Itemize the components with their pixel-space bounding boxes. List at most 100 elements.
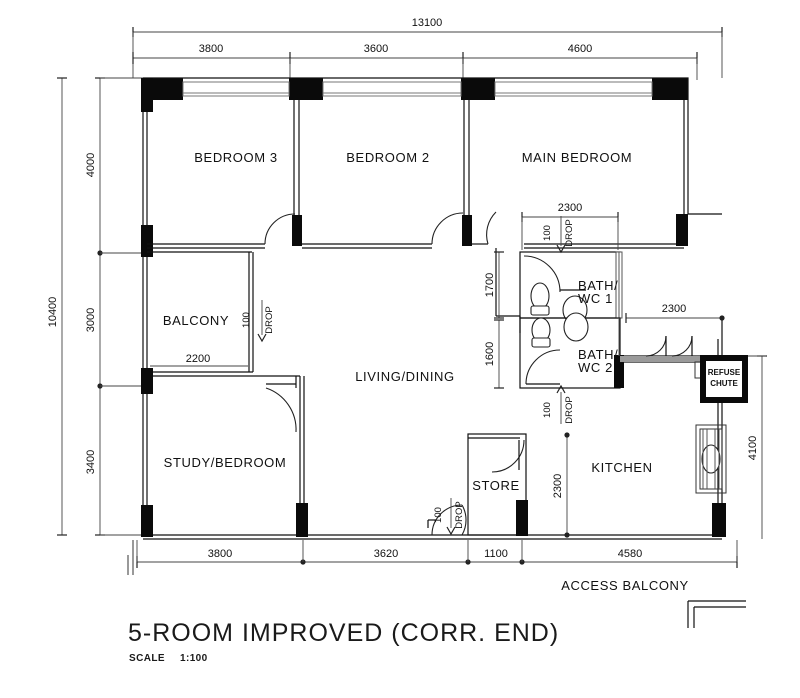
column-study-right — [296, 503, 308, 537]
drop-note-entrance: 100 DROP — [433, 498, 465, 536]
top-dimension-overall: 13100 — [132, 17, 723, 78]
dim-left-seg-1: 4000 — [85, 153, 97, 177]
column-kitchen-right — [712, 503, 726, 537]
door-swing-bedroom-2 — [431, 212, 464, 245]
top-window-run-2 — [322, 81, 462, 97]
dim-kitchen-right-offset: 2300 — [625, 303, 725, 323]
column-store-right — [516, 500, 528, 536]
door-swing-entrance-left — [431, 504, 463, 536]
dim-right-4100-text: 4100 — [747, 436, 759, 460]
dim-bottom-seg-1: 3800 — [208, 548, 232, 560]
room-label-bedroom-2: BEDROOM 2 — [346, 150, 429, 165]
scale-value: 1:100 — [180, 653, 208, 664]
drop-balcony-value: 100 — [241, 312, 252, 328]
dim-kitchen-right-offset-text: 2300 — [662, 303, 686, 315]
dim-store-depth-text: 2300 — [552, 474, 564, 498]
drop-note-balcony: 100 DROP — [241, 300, 275, 343]
dim-bottom-seg-4: 4580 — [618, 548, 642, 560]
dim-bottom-seg-2: 3620 — [374, 548, 398, 560]
refuse-chute: REFUSE CHUTE — [700, 355, 748, 403]
left-dimension-segments: 4000 3000 3400 — [85, 77, 143, 536]
column-bath2-right — [614, 355, 624, 388]
dim-left-seg-3: 3400 — [85, 450, 97, 474]
dim-left-seg-2: 3000 — [85, 308, 97, 332]
dim-left-overall: 10400 — [47, 297, 59, 328]
dim-bottom-seg-3: 1100 — [484, 548, 508, 560]
drop-bath1-word: DROP — [564, 219, 575, 246]
top-window-run-3 — [494, 81, 653, 97]
column-top-right — [652, 78, 688, 100]
drop-entrance-value: 100 — [433, 507, 444, 523]
room-label-balcony: BALCONY — [163, 313, 229, 328]
dim-top-seg-2: 3600 — [364, 43, 388, 55]
dim-top-overall: 13100 — [412, 17, 443, 29]
room-label-bath-wc-1-line2: WC 1 — [578, 291, 613, 306]
left-leader-lines — [127, 540, 134, 575]
dim-bath2-height: 1600 — [484, 319, 504, 389]
column-left-1 — [141, 78, 153, 112]
label-access-balcony: ACCESS BALCONY — [561, 578, 689, 593]
room-label-kitchen: KITCHEN — [591, 460, 652, 475]
door-swing-entrance-right — [461, 504, 467, 536]
drop-bath2-word: DROP — [564, 396, 575, 423]
top-dimension-segments: 3800 3600 4600 — [132, 43, 698, 80]
refuse-chute-label-2: CHUTE — [710, 379, 738, 388]
room-label-living-dining: LIVING/DINING — [355, 369, 455, 384]
drop-note-bath2: 100 DROP — [542, 384, 575, 424]
dim-balcony-width: 2200 — [150, 353, 248, 367]
door-swing-kitchen-2 — [671, 335, 693, 357]
balcony-walls — [141, 251, 300, 380]
room-label-main-bedroom: MAIN BEDROOM — [522, 150, 632, 165]
door-swing-bedroom-3 — [264, 213, 296, 245]
dim-right-4100: 4100 — [747, 355, 767, 539]
column-b2-main — [462, 215, 472, 246]
bottom-dimension-segments: 3800 3620 1100 4580 — [136, 540, 738, 568]
dim-bath1-height-text: 1700 — [484, 273, 496, 297]
partition-col-a — [292, 78, 300, 100]
corner-reference-mark — [687, 600, 746, 628]
dim-bath2-height-text: 1600 — [484, 342, 496, 366]
drop-entrance-word: DROP — [454, 501, 465, 528]
dim-top-seg-1: 3800 — [199, 43, 223, 55]
room-label-bath-wc-2-line1: BATH/ — [578, 347, 618, 362]
door-swing-kitchen-1 — [645, 335, 667, 357]
drop-balcony-word: DROP — [264, 306, 275, 333]
refuse-chute-label-1: REFUSE — [708, 368, 741, 377]
dim-bath-width: 2300 — [521, 202, 619, 250]
dim-top-seg-3: 4600 — [568, 43, 592, 55]
drawing-title: 5-ROOM IMPROVED (CORR. END) — [128, 619, 559, 647]
door-swing-bath1 — [523, 255, 561, 293]
wc-fixture-1 — [530, 282, 550, 316]
scale-label: SCALE — [129, 653, 165, 664]
room-label-bath-wc-1-line1: BATH/ — [578, 278, 618, 293]
drop-bath2-value: 100 — [542, 402, 553, 418]
bath-wc-2 — [519, 312, 624, 389]
dim-bath1-height: 1700 — [484, 251, 504, 319]
dim-balcony-width-text: 2200 — [186, 353, 210, 365]
column-main-right — [676, 214, 688, 246]
room-label-bedroom-3: BEDROOM 3 — [194, 150, 277, 165]
basin-fixture-2 — [563, 312, 589, 342]
room-label-store: STORE — [472, 478, 520, 493]
room-label-study-bedroom: STUDY/BEDROOM — [164, 455, 287, 470]
drop-note-bath1: 100 DROP — [542, 216, 575, 254]
column-b3-b2 — [292, 215, 302, 246]
dim-bath-width-text: 2300 — [558, 202, 582, 214]
column-balcony — [141, 368, 153, 380]
door-swing-store — [491, 439, 525, 473]
door-swing-study — [265, 387, 297, 433]
kitchen-sink — [695, 424, 727, 494]
study-bedroom-walls — [265, 376, 308, 537]
top-window-run-1 — [182, 81, 290, 97]
left-dimension-overall: 10400 — [47, 77, 67, 536]
room-label-bath-wc-2-line2: WC 2 — [578, 360, 613, 375]
bedroom-partitions — [147, 78, 688, 249]
wc-fixture-2 — [531, 317, 551, 348]
drop-bath1-value: 100 — [542, 225, 553, 241]
kitchen-counter-top — [620, 356, 700, 362]
column-left-2 — [141, 225, 153, 257]
column-left-4 — [141, 505, 153, 537]
entrance-door — [427, 504, 467, 536]
